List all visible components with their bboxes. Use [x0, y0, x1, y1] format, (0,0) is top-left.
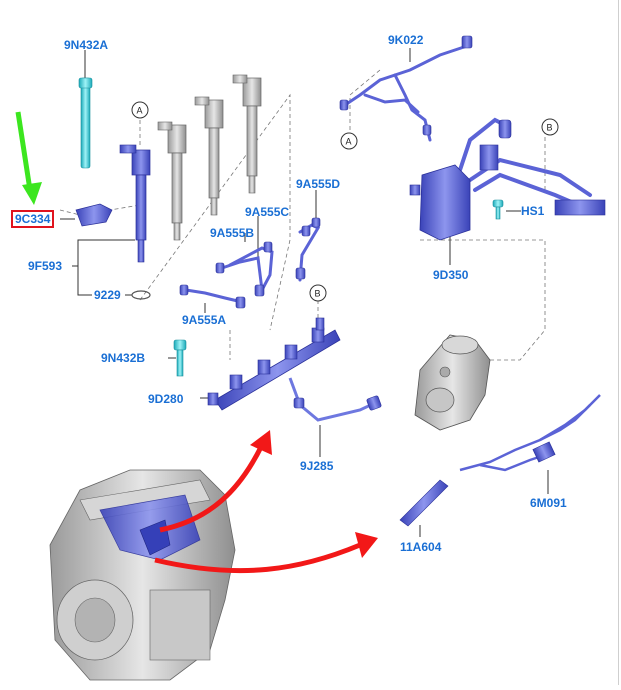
injector-gray-3	[232, 74, 262, 194]
harness-connector	[532, 441, 556, 463]
right-border	[618, 0, 619, 685]
injector-gray-1	[157, 121, 187, 241]
label-9229: 9229	[94, 288, 121, 302]
callout-a-top: A	[131, 101, 149, 119]
washer-9229	[131, 290, 151, 300]
svg-text:A: A	[137, 106, 143, 116]
clamp-9c334	[75, 203, 113, 227]
label-9a555c: 9A555C	[245, 205, 290, 219]
svg-text:A: A	[346, 137, 352, 147]
label-9k022: 9K022	[388, 33, 424, 47]
label-9a555d: 9A555D	[296, 177, 341, 191]
svg-text:B: B	[315, 289, 321, 299]
svg-text:B: B	[547, 123, 553, 133]
label-9d280: 9D280	[148, 392, 184, 406]
callout-a-right: A	[340, 132, 358, 150]
fuel-rail-9d280	[207, 317, 341, 411]
callout-b-mid: B	[309, 284, 327, 302]
fuel-pump	[414, 334, 491, 431]
bolt-9n432b	[173, 339, 187, 377]
injector-blue	[119, 144, 151, 263]
label-hs1: HS1	[521, 204, 545, 218]
label-9c334-highlighted: 9C334	[11, 210, 55, 228]
return-line-connectors	[339, 35, 473, 136]
label-9n432b: 9N432B	[101, 351, 146, 365]
callout-b-top: B	[541, 118, 559, 136]
bolt-9n432a	[78, 77, 93, 169]
label-11a604: 11A604	[400, 540, 442, 554]
label-9d350: 9D350	[433, 268, 469, 282]
label-6m091: 6M091	[530, 496, 567, 510]
green-arrow	[15, 111, 42, 205]
injector-gray-2	[194, 96, 224, 216]
harness-11a604	[399, 479, 449, 527]
label-9f593: 9F593	[28, 259, 63, 273]
harness-6m091	[459, 394, 601, 472]
injector-line-nuts	[179, 217, 321, 309]
engine-illustration	[49, 469, 236, 681]
label-9j285: 9J285	[300, 459, 334, 473]
leader-lines	[60, 48, 549, 537]
label-9a555b: 9A555B	[210, 226, 255, 240]
fuel-lines-to-module	[458, 117, 592, 212]
label-9n432a: 9N432A	[64, 38, 109, 52]
red-arrow-up	[159, 430, 272, 533]
filter-module-9d350	[409, 119, 606, 241]
return-line-9k022	[343, 43, 472, 142]
hp-line-9j285	[288, 377, 382, 422]
bolt-hs1	[492, 199, 504, 220]
label-9a555a: 9A555A	[182, 313, 227, 327]
red-arrow-right	[154, 532, 378, 574]
